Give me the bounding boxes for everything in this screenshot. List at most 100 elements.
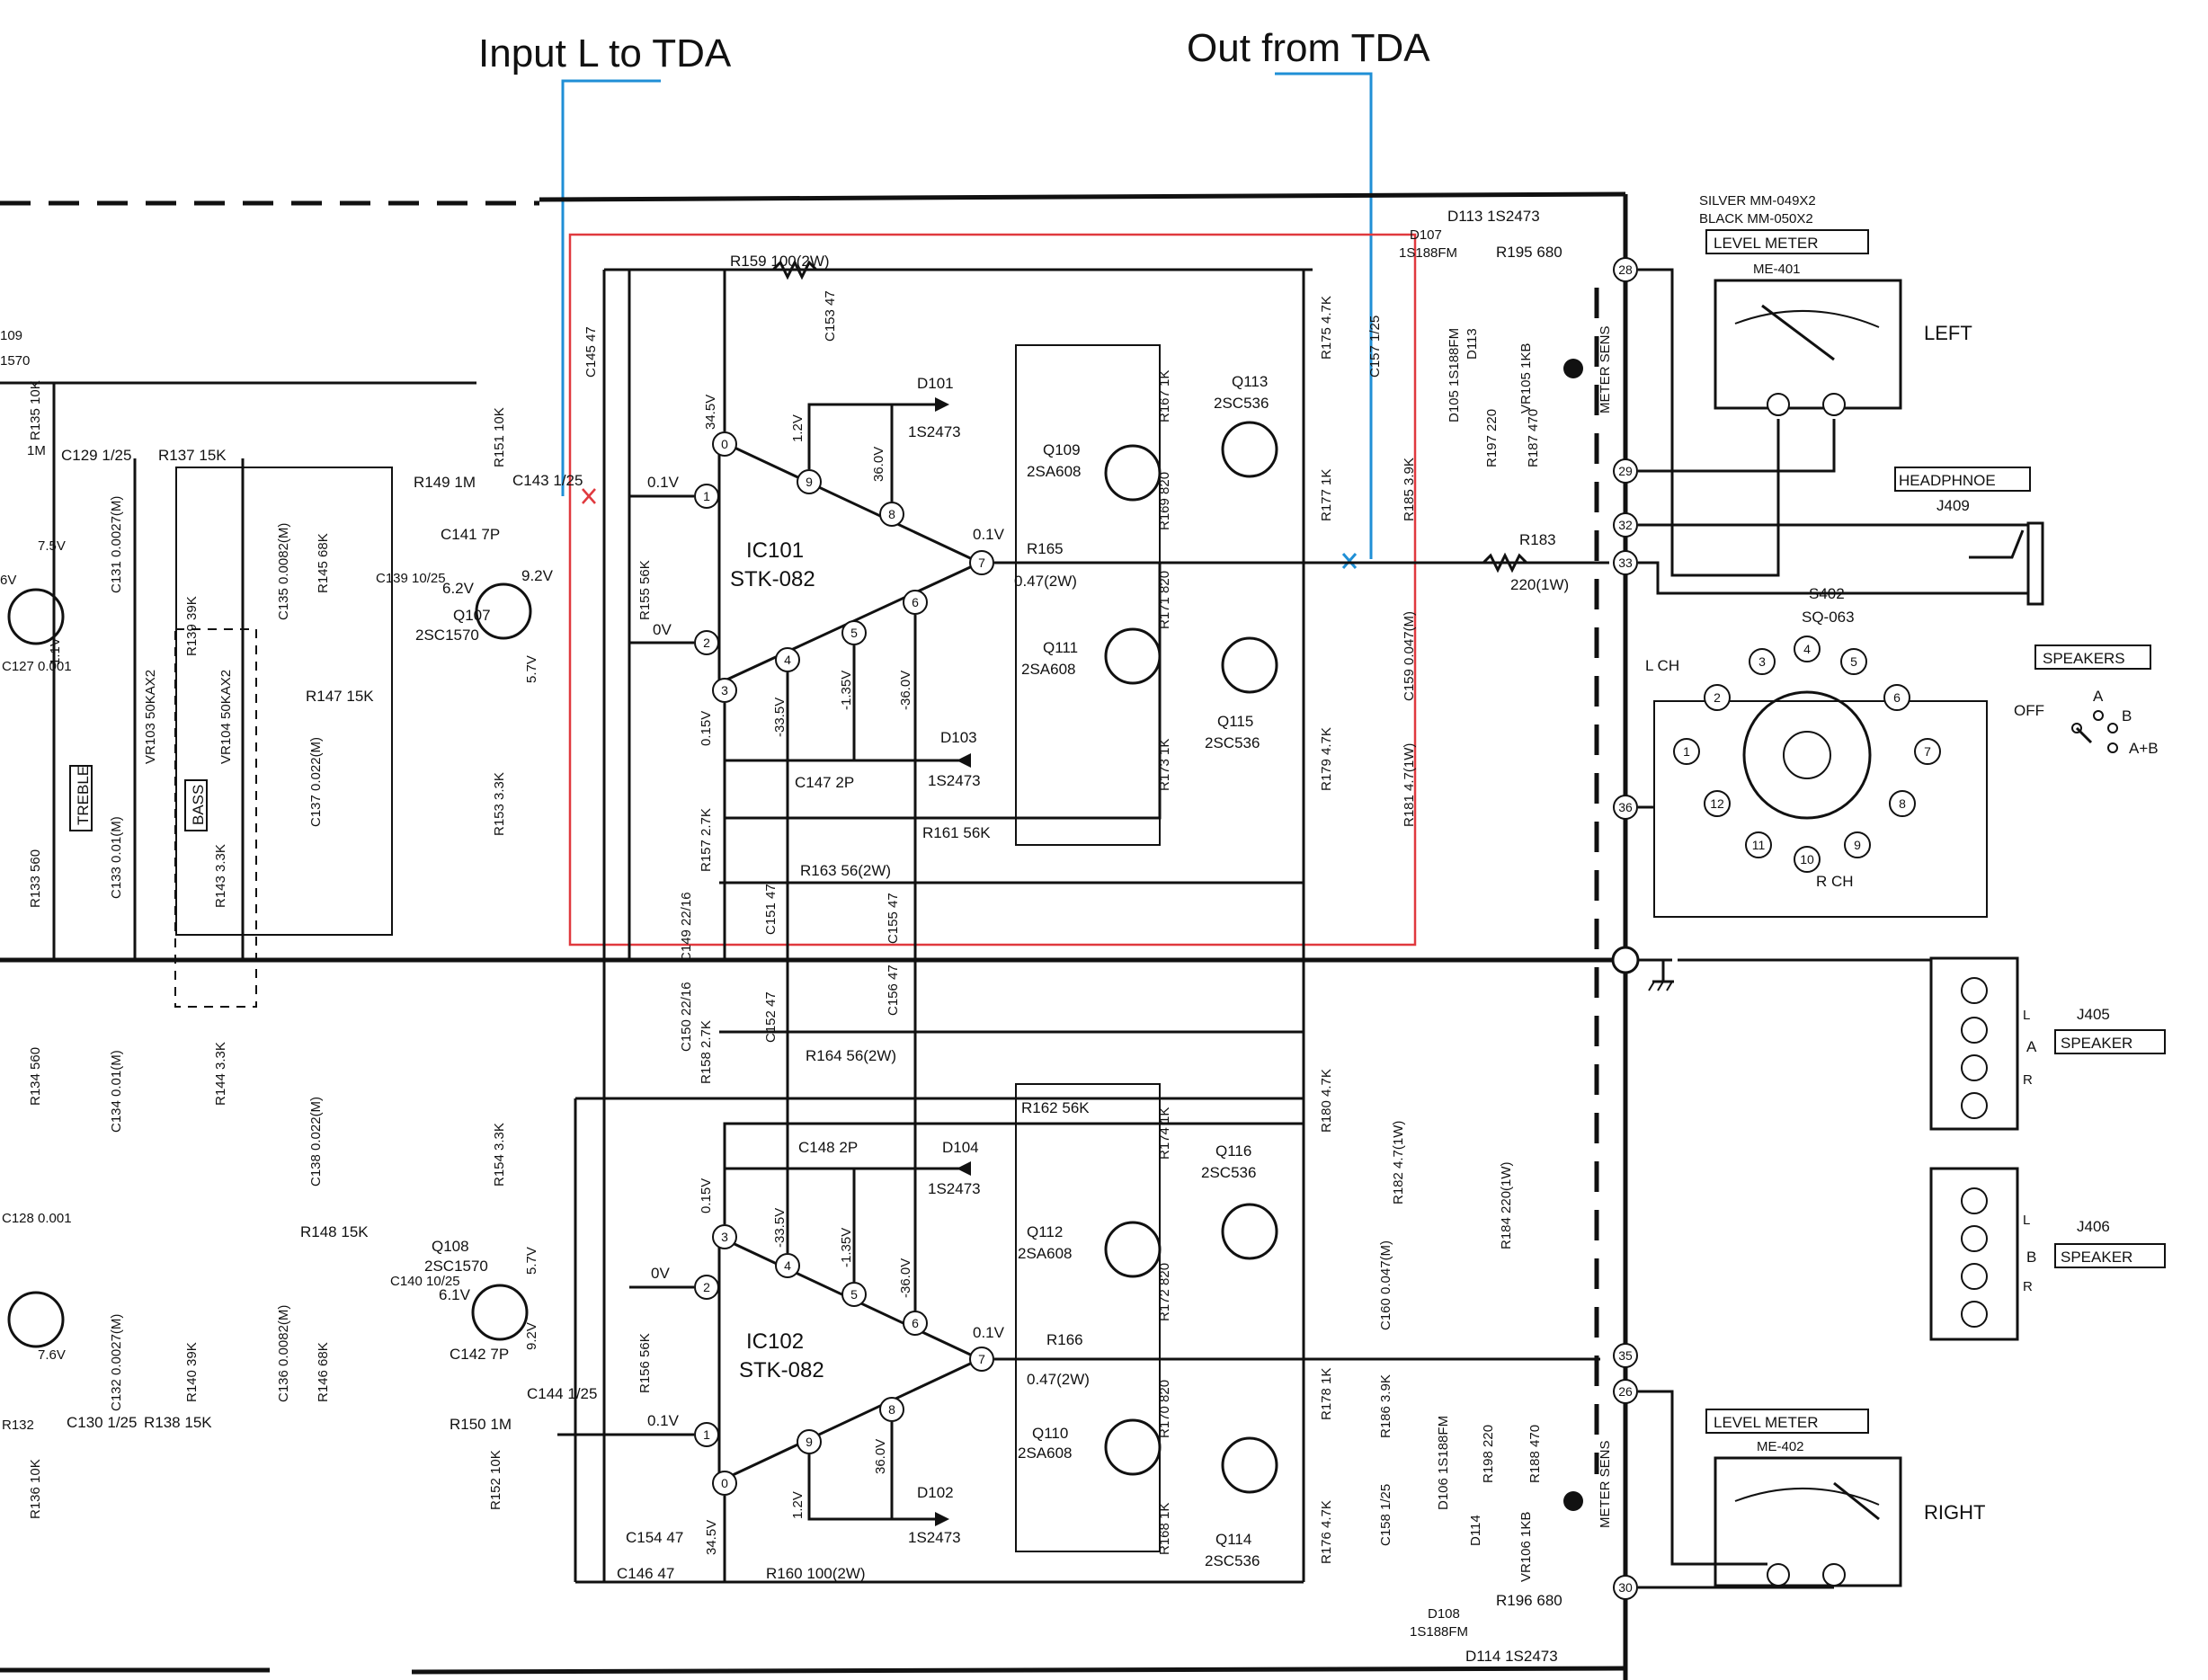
ic101-pin3-volt: 0.15V	[699, 711, 714, 746]
vr104-label: VR104 50KAX2	[218, 670, 234, 764]
r169-label: R169 820	[1157, 472, 1172, 530]
q116-label: Q116	[1215, 1142, 1251, 1160]
chassis-ground-icon	[1648, 960, 1674, 991]
r164-label: R164 56(2W)	[806, 1047, 896, 1064]
selector-switch-icon[interactable]	[1742, 690, 1872, 820]
meter-silver-label: SILVER MM-049X2	[1699, 193, 1816, 209]
q108-base-volt: 6.1V	[439, 1286, 471, 1303]
ic101-pin6-volt: -36.0V	[898, 671, 913, 710]
r158-label: R158 2.7K	[699, 1020, 714, 1084]
c154-label: C154 47	[626, 1529, 683, 1546]
r167-label: R167 1K	[1157, 370, 1172, 422]
svg-text:5: 5	[1850, 654, 1857, 669]
svg-text:7: 7	[1924, 744, 1931, 759]
speaker-selector-icon[interactable]	[2071, 710, 2118, 753]
svg-text:2: 2	[1714, 690, 1721, 705]
ic102-pin0-volt: 34.5V	[704, 1520, 719, 1555]
c150-label: C150 22/16	[679, 982, 694, 1052]
ic102-pin4-volt: -33.5V	[772, 1208, 788, 1248]
c134-label: C134 0.01(M)	[109, 1050, 124, 1133]
r151-label: R151 10K	[492, 407, 507, 467]
speakers-label: SPEAKERS	[2043, 650, 2125, 667]
r183-resistor	[1482, 552, 1528, 573]
speaker-b-box	[2054, 1243, 2166, 1268]
r136-label: R136 10K	[28, 1459, 43, 1519]
r181-label: R181 4.7(1W)	[1402, 743, 1417, 827]
c137-label: C137 0.022(M)	[308, 737, 324, 827]
r146-label: R146 68K	[316, 1342, 331, 1402]
c141-label: C141 7P	[441, 526, 500, 543]
bass-label: BASS	[190, 785, 207, 825]
level-meter-right-face	[1714, 1456, 1902, 1587]
speaker-b-terminal-block	[1929, 1167, 2019, 1341]
ic102-pin5-volt: -1.35V	[839, 1228, 854, 1267]
ic102-pin8-volt: 36.0V	[873, 1439, 888, 1474]
ic101-pin0-volt: 34.5V	[703, 395, 718, 430]
r163-label: R163 56(2W)	[800, 862, 891, 879]
svg-text:1: 1	[703, 489, 710, 503]
r178-label: R178 1K	[1319, 1368, 1334, 1420]
c148-label: C148 2P	[798, 1139, 858, 1156]
tone-upper-volt3: 6V	[0, 573, 16, 588]
ic101-amplifier: IC101 STK-082	[717, 438, 984, 686]
svg-text:10: 10	[1800, 852, 1814, 867]
d114-label: D114 1S2473	[1465, 1648, 1558, 1665]
c147-label: C147 2P	[795, 774, 854, 791]
r183-label: R183	[1519, 531, 1556, 548]
r180-label: R180 4.7K	[1319, 1069, 1334, 1133]
speaker-a-terminals[interactable]	[1961, 977, 1988, 1119]
r182-label: R182 4.7(1W)	[1391, 1121, 1406, 1204]
r134-label: R134 560	[28, 1047, 43, 1106]
q111-type: 2SA608	[1021, 661, 1076, 678]
d101-diode-icon	[935, 397, 949, 412]
c153-label: C153 47	[823, 290, 838, 342]
r138-label: R138 15K	[144, 1414, 212, 1431]
svg-text:7: 7	[978, 556, 985, 570]
speaker-a-l: L	[2023, 1008, 2030, 1023]
input-annotation: Input L to TDA	[478, 31, 732, 76]
d109-label: 109	[0, 328, 22, 343]
r166-label: R166	[1046, 1331, 1083, 1348]
svg-text:30: 30	[1618, 1580, 1633, 1595]
ic101-pin2-volt: 0V	[653, 621, 672, 638]
q113-transistor-icon	[1221, 421, 1278, 478]
speaker-a-r: R	[2023, 1072, 2033, 1088]
ic101-pin1-volt: 0.1V	[647, 474, 680, 491]
q116-transistor-icon	[1221, 1203, 1278, 1260]
q108-transistor-icon	[471, 1284, 529, 1341]
ic102-pin7-volt: 0.1V	[973, 1324, 1005, 1341]
r133-label: R133 560	[28, 849, 43, 908]
q114-type: 2SC536	[1205, 1552, 1260, 1569]
cut-mark-input	[582, 488, 596, 504]
d107-type: 1S188FM	[1399, 245, 1457, 261]
level-meter-label-upper: LEVEL METER	[1714, 235, 1819, 252]
vr106-knob-icon[interactable]	[1563, 1491, 1583, 1511]
r147-label: R147 15K	[306, 688, 374, 705]
ic102-pin9-volt: 1.2V	[790, 1491, 806, 1519]
r168-label: R168 1K	[1157, 1503, 1172, 1555]
speaker-b-terminals[interactable]	[1961, 1187, 1988, 1328]
r165-label: R165	[1027, 540, 1064, 557]
q110-label: Q110	[1032, 1425, 1068, 1442]
selector-b-label: B	[2122, 707, 2132, 724]
tone-upper-transistor-icon	[7, 588, 65, 645]
r152-label: R152 10K	[488, 1450, 503, 1510]
r196-label: R196 680	[1496, 1592, 1563, 1609]
d108-type: 1S188FM	[1410, 1624, 1468, 1640]
d105-label: D105 1S188FM	[1447, 328, 1462, 422]
svg-text:12: 12	[1710, 796, 1724, 811]
svg-text:2: 2	[703, 1280, 710, 1294]
r162-label: R162 56K	[1021, 1099, 1090, 1116]
r148-label: R148 15K	[300, 1223, 369, 1240]
c145-label: C145 47	[583, 326, 599, 378]
chassis-border-top	[539, 191, 1626, 202]
svg-text:8: 8	[888, 507, 895, 521]
q114-label: Q114	[1215, 1531, 1251, 1548]
c138-label: C138 0.022(M)	[308, 1097, 324, 1187]
tone-network-box	[175, 467, 393, 936]
r184-label: R184 220(1W)	[1499, 1161, 1514, 1249]
speaker-a-terminal-block	[1929, 956, 2019, 1131]
r139-label: R139 39K	[184, 596, 200, 656]
r166-value: 0.47(2W)	[1027, 1371, 1090, 1388]
vr105-knob-icon[interactable]	[1563, 359, 1583, 378]
